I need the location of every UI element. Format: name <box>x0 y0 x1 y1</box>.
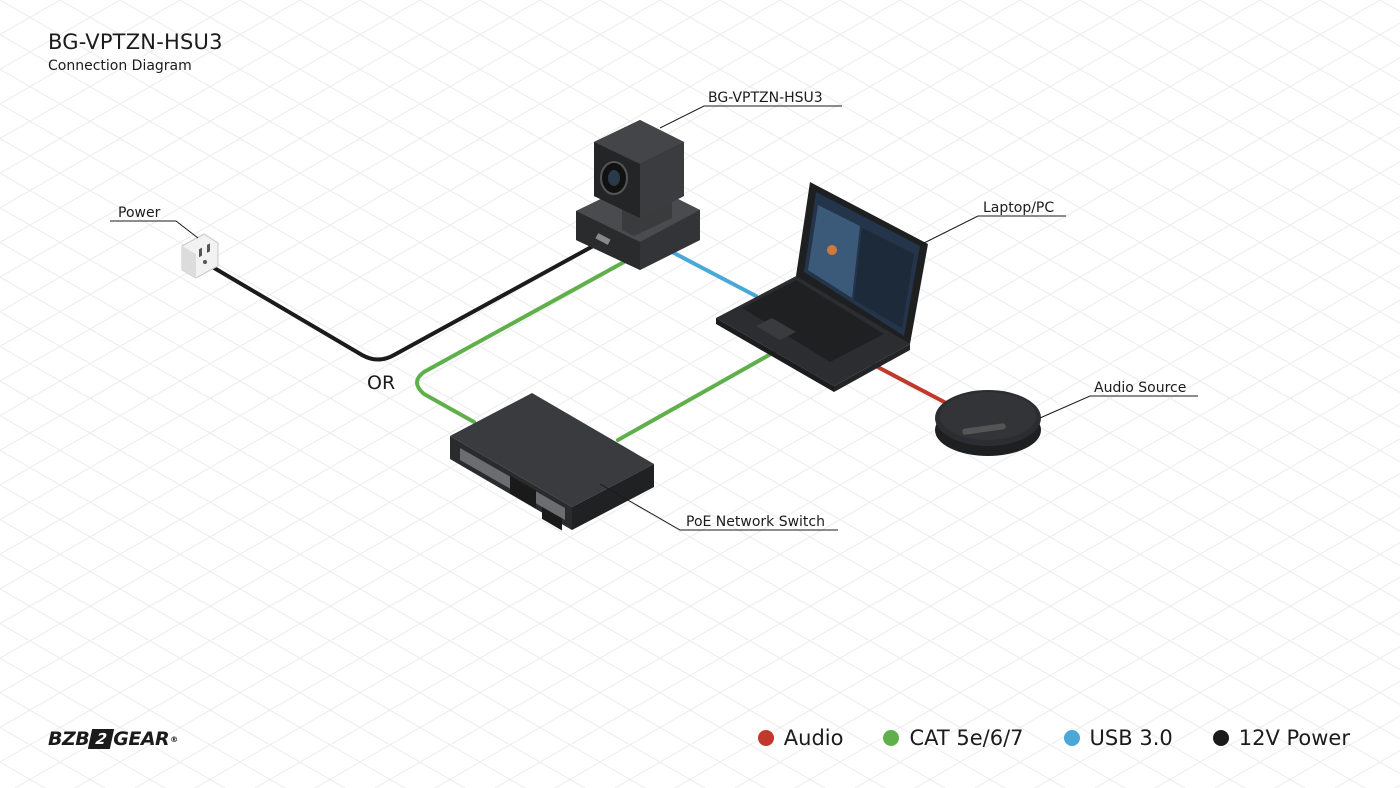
page-title: BG-VPTZN-HSU3 <box>48 30 223 54</box>
legend-item-power: 12V Power <box>1212 726 1350 750</box>
logo-text-right: GEAR <box>113 728 170 750</box>
legend-dot-audio <box>757 730 774 746</box>
power-cable <box>202 243 597 362</box>
laptop <box>716 182 928 392</box>
camera-label: BG-VPTZN-HSU3 <box>708 90 823 106</box>
audio-cable <box>870 362 950 406</box>
switch-label: PoE Network Switch <box>686 514 825 530</box>
cat-cable-camera-switch <box>415 260 626 424</box>
usb-cable <box>670 250 758 298</box>
legend-item-usb: USB 3.0 <box>1063 726 1173 750</box>
bzbgear-logo: BZB 2 GEAR ® <box>48 728 178 750</box>
legend-label-usb: USB 3.0 <box>1089 726 1173 750</box>
logo-text-mid: 2 <box>88 729 115 749</box>
logo-text-left: BZB <box>48 728 90 750</box>
laptop-label: Laptop/PC <box>983 200 1054 216</box>
audio-speaker <box>935 390 1041 456</box>
or-label: OR <box>367 372 395 394</box>
page-subtitle: Connection Diagram <box>48 58 192 74</box>
power-outlet <box>181 233 219 279</box>
legend-label-cat: CAT 5e/6/7 <box>909 726 1024 750</box>
switch-callout-line <box>599 483 838 531</box>
audio-source-label: Audio Source <box>1094 380 1186 396</box>
cat-cable-switch-laptop <box>616 348 780 442</box>
legend-dot-usb <box>1063 730 1080 746</box>
logo-registered-mark: ® <box>170 734 178 744</box>
legend-label-power: 12V Power <box>1238 726 1350 750</box>
legend-label-audio: Audio <box>783 726 844 750</box>
poe-network-switch <box>450 393 654 531</box>
ptz-camera <box>576 120 700 270</box>
legend-item-audio: Audio <box>757 726 844 750</box>
audio-source-callout-line <box>1039 395 1198 419</box>
legend: Audio CAT 5e/6/7 USB 3.0 12V Power <box>718 726 1350 750</box>
legend-dot-power <box>1212 730 1229 746</box>
power-callout-line <box>110 220 199 239</box>
laptop-callout-line <box>921 215 1066 245</box>
camera-callout-line <box>659 105 842 129</box>
legend-dot-cat <box>883 730 900 746</box>
power-label: Power <box>118 205 161 221</box>
legend-item-cat: CAT 5e/6/7 <box>883 726 1024 750</box>
